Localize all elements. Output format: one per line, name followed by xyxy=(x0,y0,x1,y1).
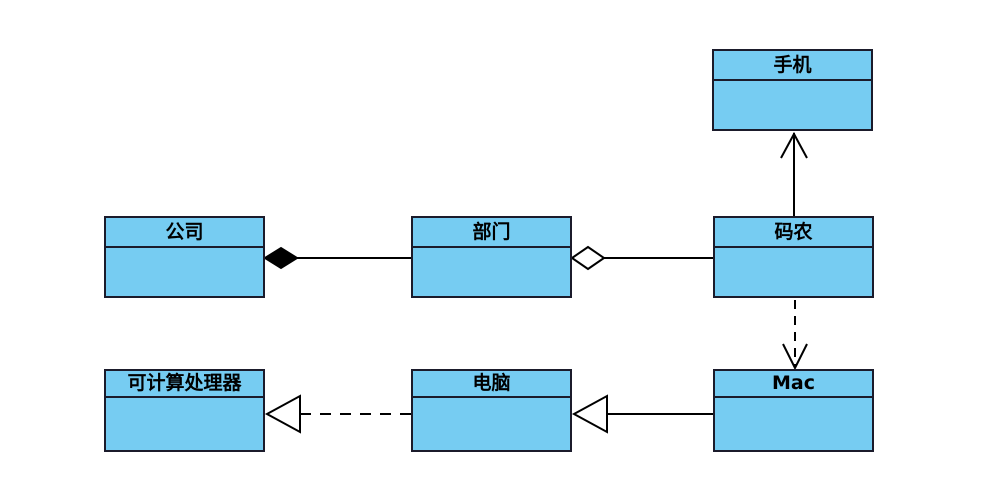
edge-aggregation-department-coder[interactable] xyxy=(570,245,713,271)
uml-class-phone-header: 手机 xyxy=(714,51,871,81)
uml-class-department[interactable]: 部门 xyxy=(411,216,572,298)
uml-class-department-name: 部门 xyxy=(472,220,511,243)
uml-class-mac-name: Mac xyxy=(772,372,815,394)
uml-class-department-header: 部门 xyxy=(413,218,570,248)
uml-class-coder-name: 码农 xyxy=(774,220,813,243)
uml-class-computer-attributes xyxy=(413,398,570,450)
uml-class-processor-header: 可计算处理器 xyxy=(106,371,263,398)
uml-class-processor-attributes xyxy=(106,398,263,450)
edge-generalization-mac-computer[interactable] xyxy=(571,394,713,434)
uml-class-mac[interactable]: Mac xyxy=(713,369,874,452)
uml-class-computer[interactable]: 电脑 xyxy=(411,369,572,452)
open-arrow-marker-icon xyxy=(780,131,808,159)
uml-class-phone[interactable]: 手机 xyxy=(712,49,873,131)
uml-class-department-attributes xyxy=(413,248,570,296)
uml-class-company-name: 公司 xyxy=(165,220,204,243)
uml-class-coder-attributes xyxy=(715,248,872,296)
uml-class-phone-attributes xyxy=(714,81,871,129)
uml-class-computer-header: 电脑 xyxy=(413,371,570,398)
edge-dependency-coder-mac[interactable] xyxy=(782,300,808,371)
uml-class-processor[interactable]: 可计算处理器 xyxy=(104,369,265,452)
uml-class-coder-header: 码农 xyxy=(715,218,872,248)
filled-diamond-marker-icon xyxy=(263,246,299,270)
uml-class-coder[interactable]: 码农 xyxy=(713,216,874,298)
hollow-triangle-marker-icon xyxy=(264,394,301,434)
uml-class-company[interactable]: 公司 xyxy=(104,216,265,298)
edge-association-coder-phone[interactable] xyxy=(780,131,808,216)
hollow-triangle-marker-icon xyxy=(571,394,608,434)
hollow-diamond-marker-icon xyxy=(570,245,606,271)
uml-class-processor-name: 可计算处理器 xyxy=(127,372,242,394)
uml-class-computer-name: 电脑 xyxy=(472,372,511,394)
uml-class-company-attributes xyxy=(106,248,263,296)
edge-composition-company-department[interactable] xyxy=(263,246,411,270)
edge-realization-computer-processor[interactable] xyxy=(264,394,411,434)
uml-class-phone-name: 手机 xyxy=(773,53,812,76)
uml-class-mac-attributes xyxy=(715,398,872,450)
uml-class-company-header: 公司 xyxy=(106,218,263,248)
open-arrow-marker-icon xyxy=(782,343,808,371)
uml-class-mac-header: Mac xyxy=(715,371,872,398)
